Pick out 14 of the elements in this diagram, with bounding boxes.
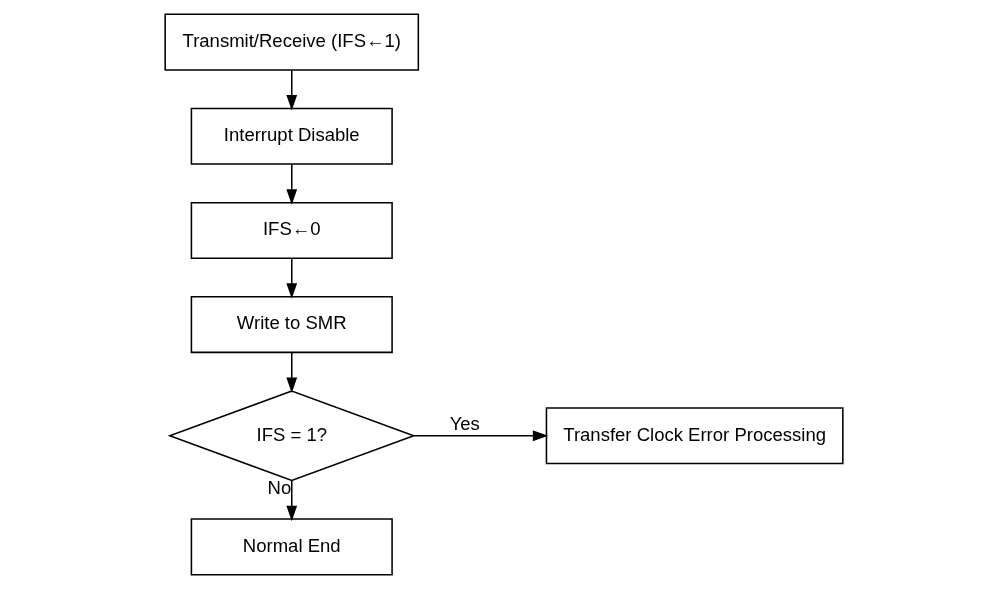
arrow <box>286 163 298 205</box>
node-diamond: IFS = 1? <box>167 390 416 482</box>
node-box: Transmit/Receive (IFS←1) <box>164 13 420 71</box>
arrow <box>286 69 298 111</box>
node-box: Interrupt Disable <box>190 107 393 165</box>
edge-label: Yes <box>449 413 480 435</box>
node-box: Write to SMR <box>190 296 393 354</box>
arrow <box>286 352 298 393</box>
node-box: Normal End <box>190 518 393 576</box>
arrow <box>412 430 549 442</box>
node-box: IFS←0 <box>190 201 393 259</box>
arrow <box>286 257 298 299</box>
node-box: Transfer Clock Error Processing <box>545 407 844 465</box>
arrow <box>286 479 298 522</box>
